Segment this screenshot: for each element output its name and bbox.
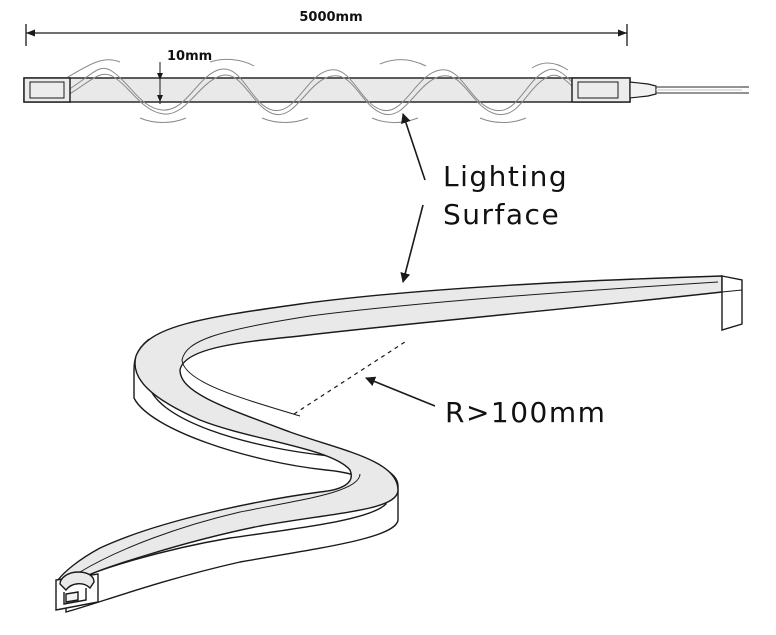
length-label: 5000mm [299, 10, 362, 25]
cable-gland [629, 81, 657, 99]
lighting-surface-inner-edge [181, 281, 719, 417]
bent-strip-end-profile [55, 571, 99, 611]
lighting-surface-top [56, 275, 723, 581]
length-arrow-left [26, 29, 35, 37]
bent-strip-side-wall [65, 338, 399, 613]
width-dimension [157, 62, 163, 104]
lighting-surface-label-line2: Surface [443, 198, 560, 231]
lighting-surface-arrow-up [401, 113, 426, 181]
length-arrow-right [618, 29, 627, 37]
bend-radius-label: R>100mm [445, 396, 606, 429]
power-cable [656, 86, 749, 94]
flex-wave-lines [59, 58, 575, 123]
strip-body [23, 77, 631, 103]
bend-radius-arrow [365, 376, 436, 407]
length-dimension [25, 24, 628, 46]
bent-strip-right-end [721, 275, 743, 331]
bend-radius-line [293, 339, 409, 415]
bent-strip [55, 275, 743, 613]
lighting-surface-label-line1: Lighting [443, 160, 568, 193]
callout-arrows [365, 113, 436, 407]
straight-strip [23, 58, 749, 123]
lighting-surface-arrow-down [400, 204, 424, 283]
width-label: 10mm [167, 49, 212, 64]
